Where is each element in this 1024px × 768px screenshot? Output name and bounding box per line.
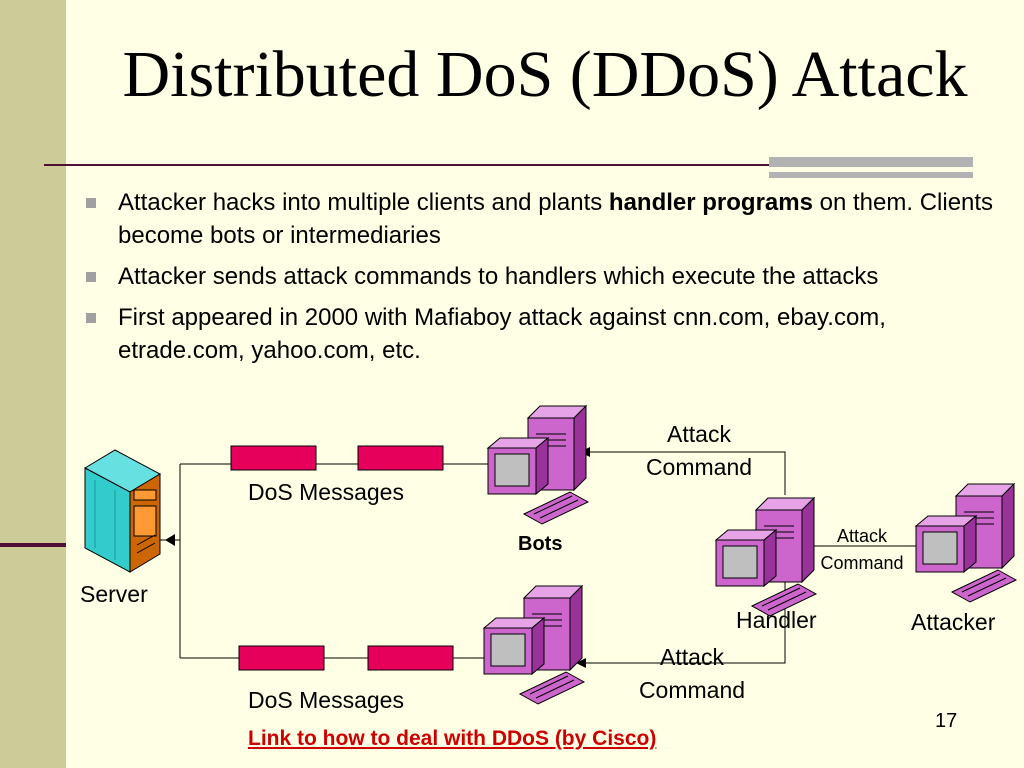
dos-messages-bottom-label: DoS Messages — [248, 687, 404, 713]
bullet-text-tail: on them. Clients become bots or intermed… — [118, 189, 994, 249]
dos-messages-top-label: DoS Messages — [248, 479, 404, 505]
bullet-item: Attacker sends attack commands to handle… — [86, 260, 1006, 293]
attacker-label: Attacker — [911, 609, 996, 635]
attacker-computer-icon — [915, 483, 1017, 603]
dos-packet — [367, 645, 454, 671]
attack-command-bottom-label-line1: Attack — [660, 644, 724, 670]
bullet-text: First appeared in 2000 with Mafiaboy att… — [118, 304, 886, 364]
attack-command-bottom-label-line2: Command — [639, 677, 745, 703]
left-sidebar-band — [0, 0, 66, 768]
attack-command-top-label-line1: Attack — [667, 421, 731, 447]
bullet-bold-text: handler programs — [608, 189, 813, 216]
handler-label: Handler — [736, 607, 817, 633]
dos-packet — [357, 445, 444, 471]
title-divider — [44, 164, 769, 166]
left-accent-line — [0, 543, 66, 547]
bullet-text: Attacker sends attack commands to handle… — [118, 263, 879, 290]
bot-computer-top-icon — [487, 405, 589, 525]
bullet-item: First appeared in 2000 with Mafiaboy att… — [86, 301, 1006, 367]
bullet-list: Attacker hacks into multiple clients and… — [86, 186, 1006, 375]
handler-computer-icon — [715, 497, 817, 617]
attack-command-top-label-line2: Command — [646, 454, 752, 480]
bullet-text: Attacker hacks into multiple clients and… — [118, 189, 609, 216]
cisco-ddos-link[interactable]: Link to how to deal with DDoS (by Cisco) — [248, 727, 657, 750]
bullet-item: Attacker hacks into multiple clients and… — [86, 186, 1006, 252]
dos-packet — [230, 445, 317, 471]
server-label: Server — [80, 581, 148, 607]
dos-packet — [238, 645, 325, 671]
slide-title: Distributed DoS (DDoS) Attack — [122, 38, 968, 111]
bot-computer-bottom-icon — [483, 585, 585, 705]
arrowhead-to-bot-bottom — [576, 658, 586, 668]
slide-number: 17 — [935, 710, 958, 732]
attack-command-mid-label-line1: Attack — [837, 526, 888, 546]
bots-label: Bots — [518, 533, 562, 555]
server-tower-icon — [83, 449, 162, 573]
attack-command-mid-label-line2: Command — [820, 553, 903, 573]
title-divider-accent — [769, 157, 973, 167]
title-divider-accent-thin — [769, 172, 973, 178]
square-bullet-icon — [86, 198, 96, 208]
square-bullet-icon — [86, 272, 96, 282]
square-bullet-icon — [86, 313, 96, 323]
